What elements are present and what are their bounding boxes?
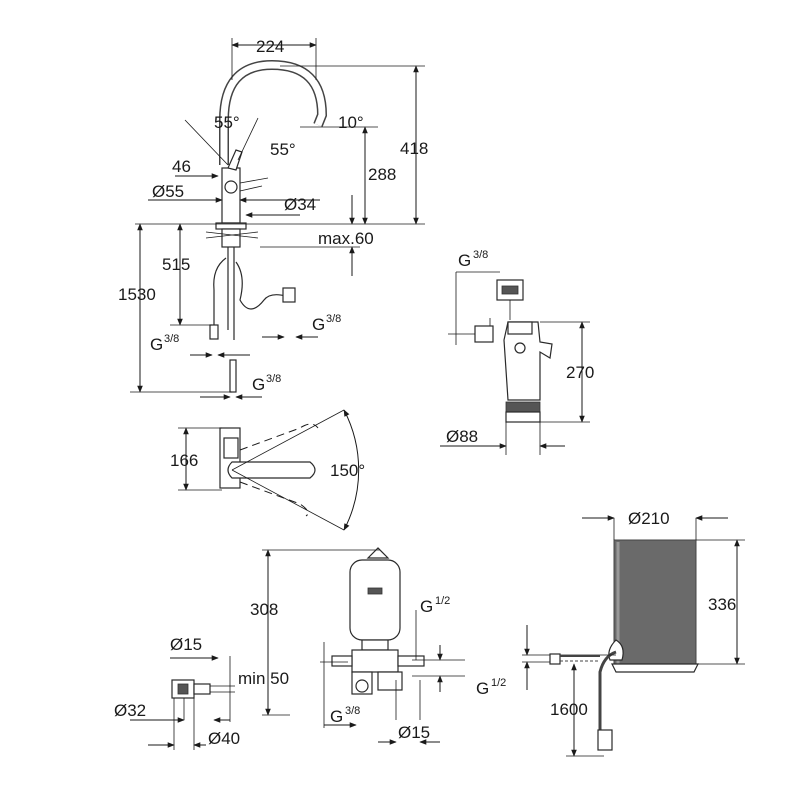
svg-text:G: G bbox=[252, 375, 265, 394]
boiler-drawing bbox=[522, 515, 745, 757]
svg-text:G: G bbox=[312, 315, 325, 334]
boiler-cable-length-label: 1600 bbox=[550, 700, 588, 719]
total-height-label: 418 bbox=[400, 139, 428, 158]
thread-hose-left-label: G 3/8 bbox=[150, 333, 179, 354]
valve-drawing bbox=[130, 547, 465, 750]
filter-thread-label: G 3/8 bbox=[458, 249, 488, 270]
valve-pipe-diameter-label: Ø15 bbox=[398, 723, 430, 742]
lever-angle-label: 55° bbox=[214, 113, 240, 132]
svg-text:G: G bbox=[458, 251, 471, 270]
svg-text:3/8: 3/8 bbox=[266, 373, 281, 385]
valve-height-label: 308 bbox=[250, 600, 278, 619]
hose-length-upper-label: 515 bbox=[162, 255, 190, 274]
top-view-depth-label: 166 bbox=[170, 451, 198, 470]
svg-text:3/8: 3/8 bbox=[326, 313, 341, 325]
left-pipe-diameter-label: Ø15 bbox=[170, 635, 202, 654]
hose-length-total-label: 1530 bbox=[118, 285, 156, 304]
svg-text:3/8: 3/8 bbox=[345, 705, 360, 717]
svg-text:1/2: 1/2 bbox=[435, 595, 450, 607]
spout-tilt-label: 10° bbox=[338, 113, 364, 132]
svg-text:3/8: 3/8 bbox=[164, 333, 179, 345]
swivel-angle-label: 150° bbox=[330, 461, 365, 480]
svg-text:3/8: 3/8 bbox=[473, 249, 488, 261]
boiler-height-label: 336 bbox=[708, 595, 736, 614]
boiler-diameter-label: Ø210 bbox=[628, 509, 670, 528]
boiler-thread-g12-label: G 1/2 bbox=[476, 677, 506, 698]
hole-diameter-label: Ø34 bbox=[284, 195, 316, 214]
lever-offset-label: 46 bbox=[172, 157, 191, 176]
svg-text:G: G bbox=[330, 707, 343, 726]
body-diameter-label: Ø55 bbox=[152, 182, 184, 201]
svg-text:G: G bbox=[476, 679, 489, 698]
faucet-drawing bbox=[130, 38, 425, 400]
svg-text:G: G bbox=[420, 597, 433, 616]
spout-reach-label: 224 bbox=[256, 37, 284, 56]
filter-drawing bbox=[440, 271, 590, 455]
top-view-drawing bbox=[178, 409, 360, 531]
diameter-40-label: Ø40 bbox=[208, 729, 240, 748]
valve-thread-g38-label: G 3/8 bbox=[330, 705, 360, 726]
min-distance-label: min 50 bbox=[238, 669, 289, 688]
deck-thickness-label: max.60 bbox=[318, 229, 374, 248]
diameter-32-label: Ø32 bbox=[114, 701, 146, 720]
svg-text:1/2: 1/2 bbox=[491, 677, 506, 689]
lever-angle-rear-label: 55° bbox=[270, 140, 296, 159]
thread-hose-right-label: G 3/8 bbox=[312, 313, 341, 334]
valve-thread-g12-label: G 1/2 bbox=[420, 595, 450, 616]
svg-text:G: G bbox=[150, 335, 163, 354]
filter-height-label: 270 bbox=[566, 363, 594, 382]
spout-height-label: 288 bbox=[368, 165, 396, 184]
thread-hose-bottom-label: G 3/8 bbox=[252, 373, 281, 394]
filter-diameter-label: Ø88 bbox=[446, 427, 478, 446]
